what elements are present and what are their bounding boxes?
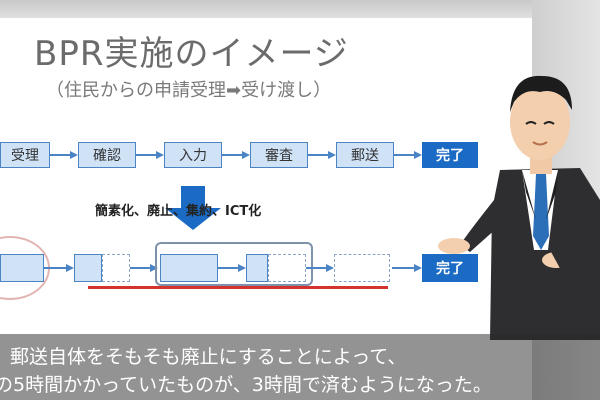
flow-arrow: [306, 264, 334, 272]
presenter-figure: [438, 75, 600, 340]
step-receive: 受理: [0, 142, 50, 168]
step-complete: 完了: [422, 142, 478, 168]
improvement-label: 簡素化、廃止、集約、ICT化: [95, 204, 262, 219]
flow-arrow: [308, 151, 336, 159]
after-step-mail-removed: [334, 254, 390, 282]
after-step-1: [0, 254, 44, 282]
down-arrow-icon: [181, 186, 205, 208]
consolidated-group: [155, 242, 313, 286]
flow-arrow: [222, 151, 250, 159]
step-input: 入力: [164, 142, 222, 168]
flow-arrow: [392, 264, 422, 272]
step-review: 審査: [250, 142, 308, 168]
down-arrow-head: [165, 208, 221, 230]
flow-arrow: [394, 151, 422, 159]
after-step-4-removed: [268, 254, 306, 282]
flow-arrow: [130, 264, 158, 272]
flow-arrow: [50, 151, 78, 159]
after-step-4: [246, 254, 268, 282]
after-step-2: [74, 254, 102, 282]
caption-line-2: の5時間かかっていたものが、3時間で済むようになった。: [0, 374, 492, 396]
flow-arrow: [218, 264, 246, 272]
time-saved-underline: [88, 286, 388, 289]
after-step-3: [160, 254, 218, 282]
after-step-2-removed: [102, 254, 130, 282]
caption-bar: [0, 334, 600, 400]
backdrop-top: [0, 0, 600, 18]
after-step-complete: 完了: [422, 254, 478, 282]
slide-title: BPR実施のイメージ: [34, 34, 349, 74]
flow-arrow: [44, 264, 74, 272]
caption-line-1: 郵送自体をそもそも廃止にすることによって、: [10, 346, 407, 368]
slide-subtitle: （住民からの申請受理➡受け渡し）: [46, 80, 332, 101]
step-confirm: 確認: [78, 142, 136, 168]
step-mail: 郵送: [336, 142, 394, 168]
flow-arrow: [136, 151, 164, 159]
